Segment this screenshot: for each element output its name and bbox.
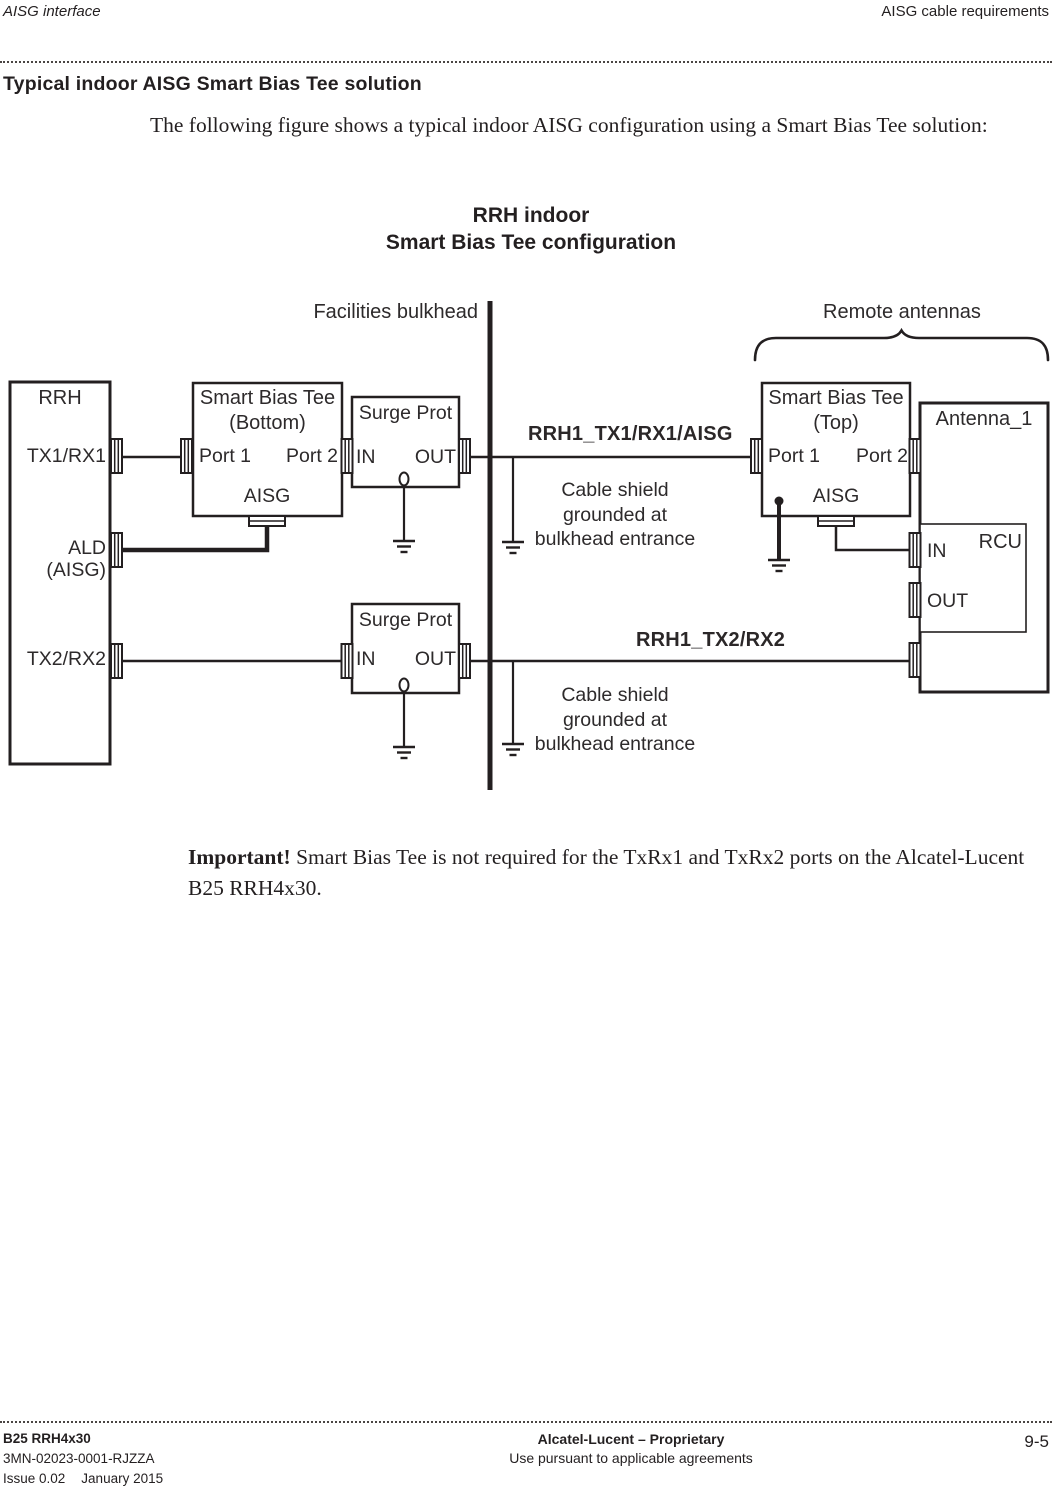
important-note: Important! Smart Bias Tee is not require…	[188, 842, 1028, 904]
zone-label-facilities-bulkhead: Facilities bulkhead	[313, 301, 478, 323]
rcu-box	[919, 523, 1027, 633]
coax-connector-rcu-in	[908, 532, 922, 568]
ground-symbol	[768, 558, 790, 573]
sbt-top-title-line2: (Top)	[813, 412, 859, 434]
coax-connector-sbtt-port2	[908, 438, 922, 474]
coax-connector-rrh-ald	[110, 532, 123, 568]
coax-connector-rrh-tx2	[110, 643, 123, 679]
cable1-label: RRH1_TX1/RX1/AISG	[528, 423, 733, 445]
coax-connectors	[110, 438, 922, 679]
cable2-label: RRH1_TX2/RX2	[636, 629, 786, 651]
rrh-port-tx2rx2-label: TX2/RX2	[26, 648, 106, 670]
surge-prot-bottom-out-label: OUT	[414, 648, 456, 670]
rcu-title: RCU	[978, 531, 1022, 553]
footer-issue: Issue 0.02	[3, 1471, 66, 1486]
coax-connector-sbtt-port1	[750, 438, 763, 474]
surge-prot-bottom-title: Surge Prot	[358, 609, 453, 631]
ground-symbol	[393, 745, 415, 760]
sbt-top-aisg-label: AISG	[812, 485, 860, 507]
ground-symbol	[502, 742, 524, 757]
sbt-top-port1-label: Port 1	[768, 445, 821, 467]
footer-dotted-rule	[0, 1421, 1052, 1423]
rcu-in-label: IN	[927, 540, 947, 562]
antenna-title: Antenna_1	[935, 408, 1033, 430]
footer-page-number: 9-5	[1024, 1432, 1049, 1451]
aisg-connector-sbt-bottom	[248, 515, 286, 527]
ald-aisg-cable	[122, 526, 270, 553]
sbt-bottom-port2-label: Port 2	[285, 445, 338, 467]
coax-connector-sbtb-port1	[180, 438, 193, 474]
sbt-top-title: Smart Bias Tee (Top)	[762, 386, 910, 436]
ground-symbol	[502, 540, 524, 555]
header-dotted-rule	[0, 61, 1052, 63]
coax-connector-rrh-tx1	[110, 438, 123, 474]
surge-prot-top-title: Surge Prot	[358, 402, 453, 424]
ground-symbol	[393, 539, 415, 554]
remote-antennas-brace	[753, 327, 1050, 362]
sbt-bottom-title: Smart Bias Tee (Bottom)	[193, 386, 342, 436]
coax-connector-surge-bottom-out	[458, 643, 471, 679]
important-label: Important!	[188, 845, 291, 869]
surge-top-ground-port	[398, 471, 410, 487]
aisg-jumper-cable	[834, 526, 910, 552]
figure-title-line1: RRH indoor	[472, 204, 590, 227]
coax-connector-rcu-out	[908, 582, 922, 618]
rcu-out-label: OUT	[927, 590, 969, 612]
sbt-top-box	[760, 381, 912, 518]
intro-paragraph: The following figure shows a typical ind…	[150, 113, 988, 137]
figure-title: RRH indoor Smart Bias Tee configuration	[231, 202, 831, 256]
sbt-bottom-title-line1: Smart Bias Tee	[199, 387, 336, 409]
coax-connector-sbtb-port2	[340, 438, 354, 474]
rrh-box-title: RRH	[38, 387, 82, 409]
rrh-port-tx1rx1-label: TX1/RX1	[26, 445, 106, 467]
zone-label-remote-antennas: Remote antennas	[823, 301, 981, 323]
surge-prot-top-out-label: OUT	[414, 446, 456, 468]
footer-doc-number: 3MN-02023-0001-RJZZA	[3, 1451, 155, 1466]
surge-prot-bottom-in-label: IN	[356, 648, 376, 670]
sbt-top-title-line1: Smart Bias Tee	[768, 387, 904, 409]
header-right-title: AISG cable requirements	[881, 3, 1049, 20]
footer-issue-line: Issue 0.02 January 2015	[3, 1469, 163, 1489]
coax-connector-antenna-bottom	[908, 642, 922, 678]
figure-title-line2: Smart Bias Tee configuration	[385, 231, 677, 254]
footer-usage: Use pursuant to applicable agreements	[509, 1450, 753, 1466]
sbt-bottom-aisg-label: AISG	[243, 485, 291, 507]
footer-center-block: Alcatel-Lucent – Proprietary Use pursuan…	[331, 1430, 931, 1468]
coax-connector-surge-bottom-in	[340, 643, 354, 679]
footer-proprietary: Alcatel-Lucent – Proprietary	[537, 1431, 725, 1447]
ground-note-2: Cable shield grounded at bulkhead entran…	[534, 684, 696, 755]
ground-note-1: Cable shield grounded at bulkhead entran…	[534, 479, 696, 550]
section-title: Typical indoor AISG Smart Bias Tee solut…	[3, 73, 422, 95]
footer-left-block: B25 RRH4x30 3MN-02023-0001-RJZZA Issue 0…	[3, 1429, 163, 1489]
footer-product: B25 RRH4x30	[3, 1431, 91, 1446]
surge-bottom-ground-port	[398, 677, 410, 693]
header-left-title: AISG interface	[3, 3, 101, 20]
rrh-port-ald-label: ALD (AISG)	[46, 537, 106, 581]
footer-date: January 2015	[81, 1471, 164, 1486]
rrh-box	[8, 380, 112, 766]
important-text: Smart Bias Tee is not required for the T…	[188, 845, 1025, 900]
sbt-bottom-port1-label: Port 1	[199, 445, 252, 467]
coax-connector-surge-top-out	[458, 438, 471, 474]
sbt-bottom-title-line2: (Bottom)	[229, 412, 306, 434]
aisg-connector-sbt-top	[817, 515, 855, 527]
surge-prot-top-in-label: IN	[356, 446, 376, 468]
sbt-top-port2-label: Port 2	[855, 445, 908, 467]
